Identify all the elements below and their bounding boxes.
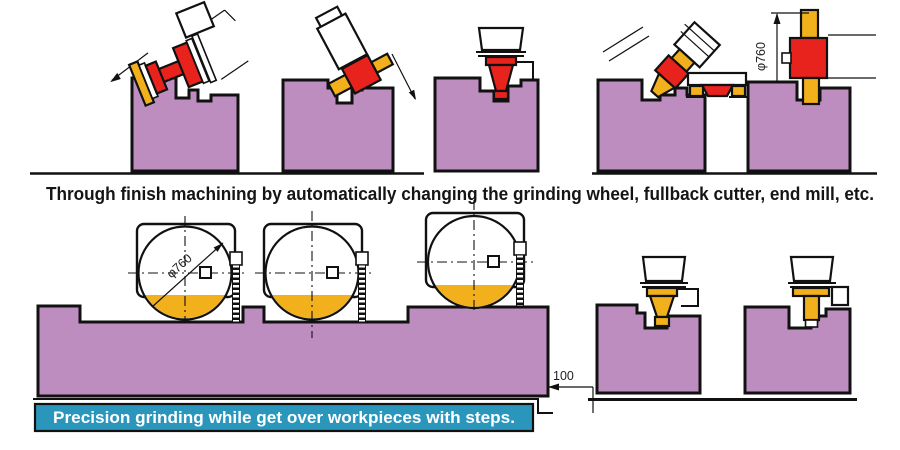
- tool1-housing: [174, 0, 216, 39]
- workpiece-5: [746, 80, 852, 173]
- vertical-tool-right-2: [788, 255, 850, 328]
- workpiece-4: [596, 78, 707, 173]
- tool3-spindle-housing: [477, 26, 525, 52]
- diameter-dimension-top: φ760: [754, 12, 809, 83]
- tool4-leader-lines: [602, 26, 650, 62]
- wheel3-dresser: [513, 241, 527, 256]
- tool3-bracket: [516, 61, 534, 81]
- vertical-tool-right-1: [640, 255, 699, 328]
- wheel1-dresser: [229, 251, 243, 266]
- workpiece-right-2: [743, 305, 852, 395]
- tool5-body: [788, 36, 829, 80]
- banner: Precision grinding while get over workpi…: [33, 402, 535, 433]
- end-mill-tool: [476, 26, 534, 101]
- bottom-row: φ760 100: [33, 200, 857, 433]
- htool-body: [700, 83, 735, 98]
- tool5-lower-shaft: [801, 76, 821, 106]
- toolr2-side-box: [830, 285, 850, 307]
- toolr2-shaft: [802, 294, 821, 322]
- banner-box: [33, 402, 535, 433]
- toolr2-tip: [804, 319, 819, 328]
- workpiece-2: [281, 78, 395, 173]
- step-height-label: 100: [553, 369, 574, 383]
- banner-caption: Precision grinding while get over workpi…: [53, 409, 515, 427]
- htool-rail: [686, 71, 748, 87]
- step-height-dimension: 100: [548, 369, 594, 413]
- horizontal-cutter-tool: [686, 71, 748, 98]
- top-row: φ760: [30, 0, 877, 175]
- workpiece-3: [433, 76, 540, 173]
- vertical-spindle-tool: [781, 8, 876, 106]
- process-caption: Through finish machining by automaticall…: [46, 183, 874, 204]
- toolr1-cutter: [648, 294, 676, 319]
- toolr2-housing: [789, 255, 835, 283]
- wheel2-dresser: [355, 251, 369, 266]
- toolr1-bracket: [676, 288, 699, 307]
- tool5-upper-shaft: [799, 8, 820, 40]
- grinding-wheel-3: [417, 200, 533, 312]
- stepped-workpiece: [36, 304, 550, 398]
- grinding-wheel-2: [255, 211, 371, 338]
- angled-grinding-wheel-tool: [110, 0, 249, 108]
- tool4-tip: [650, 71, 677, 99]
- angled-end-mill-tool: [650, 20, 722, 99]
- tool2-body: [340, 53, 383, 95]
- grinding-wheel-1: φ760: [128, 216, 244, 323]
- angled-cutter-tool: [314, 5, 395, 98]
- diameter-label-top: φ760: [754, 42, 768, 71]
- toolr1-housing: [641, 255, 687, 283]
- base-line: [33, 398, 553, 414]
- workpiece-right-1: [595, 303, 702, 395]
